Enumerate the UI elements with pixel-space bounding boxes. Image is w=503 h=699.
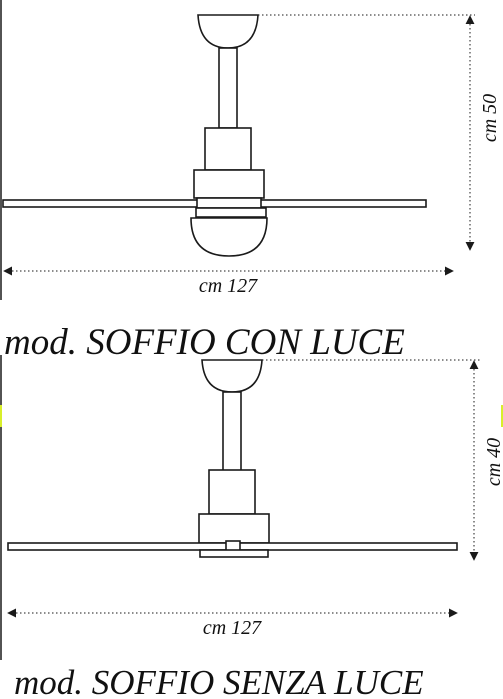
motor-housing-upper (204, 127, 252, 171)
light-globe (190, 217, 268, 257)
height-dimension-label: cm 50 (479, 94, 501, 142)
blade-hub (196, 197, 262, 209)
edge-accent-mark (0, 405, 2, 427)
motor-housing-lower (193, 169, 265, 199)
ceiling-canopy (197, 14, 259, 49)
fan-with-light-drawing (2, 14, 427, 257)
light-plate (195, 207, 267, 218)
edge-accent-mark (501, 405, 503, 427)
motor-housing-upper (208, 469, 256, 515)
height-dimension-label: cm 40 (483, 438, 503, 486)
width-dimension-label: cm 127 (203, 617, 262, 639)
model-title-senza-luce: mod. SOFFIO SENZA LUCE (14, 663, 424, 699)
bottom-plate (199, 549, 269, 558)
motor-housing-lower (198, 513, 270, 544)
model-title-con-luce: mod. SOFFIO CON LUCE (4, 322, 405, 363)
downrod (218, 47, 238, 129)
fan-without-light-drawing (7, 359, 458, 558)
width-dimension-label: cm 127 (199, 275, 258, 297)
downrod (222, 391, 242, 473)
ceiling-canopy (201, 359, 263, 393)
